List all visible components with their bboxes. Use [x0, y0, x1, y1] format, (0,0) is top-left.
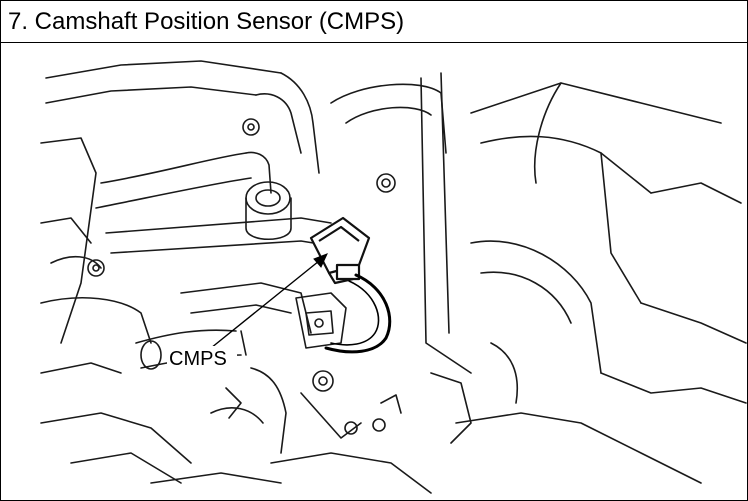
- engine-components: [40, 60, 747, 494]
- callout-label-background: [167, 346, 237, 370]
- cmps-callout-label: CMPS: [169, 348, 227, 370]
- cmps-callout-leader: [210, 253, 328, 349]
- engine-illustration: CMPS: [1, 43, 747, 500]
- section-header: 7. Camshaft Position Sensor (CMPS): [1, 1, 747, 43]
- section-title: 7. Camshaft Position Sensor (CMPS): [8, 8, 405, 35]
- engine-line-art: CMPS: [40, 60, 747, 494]
- cmps-wire-harness: [324, 273, 392, 354]
- cmps-sensor: [309, 216, 371, 285]
